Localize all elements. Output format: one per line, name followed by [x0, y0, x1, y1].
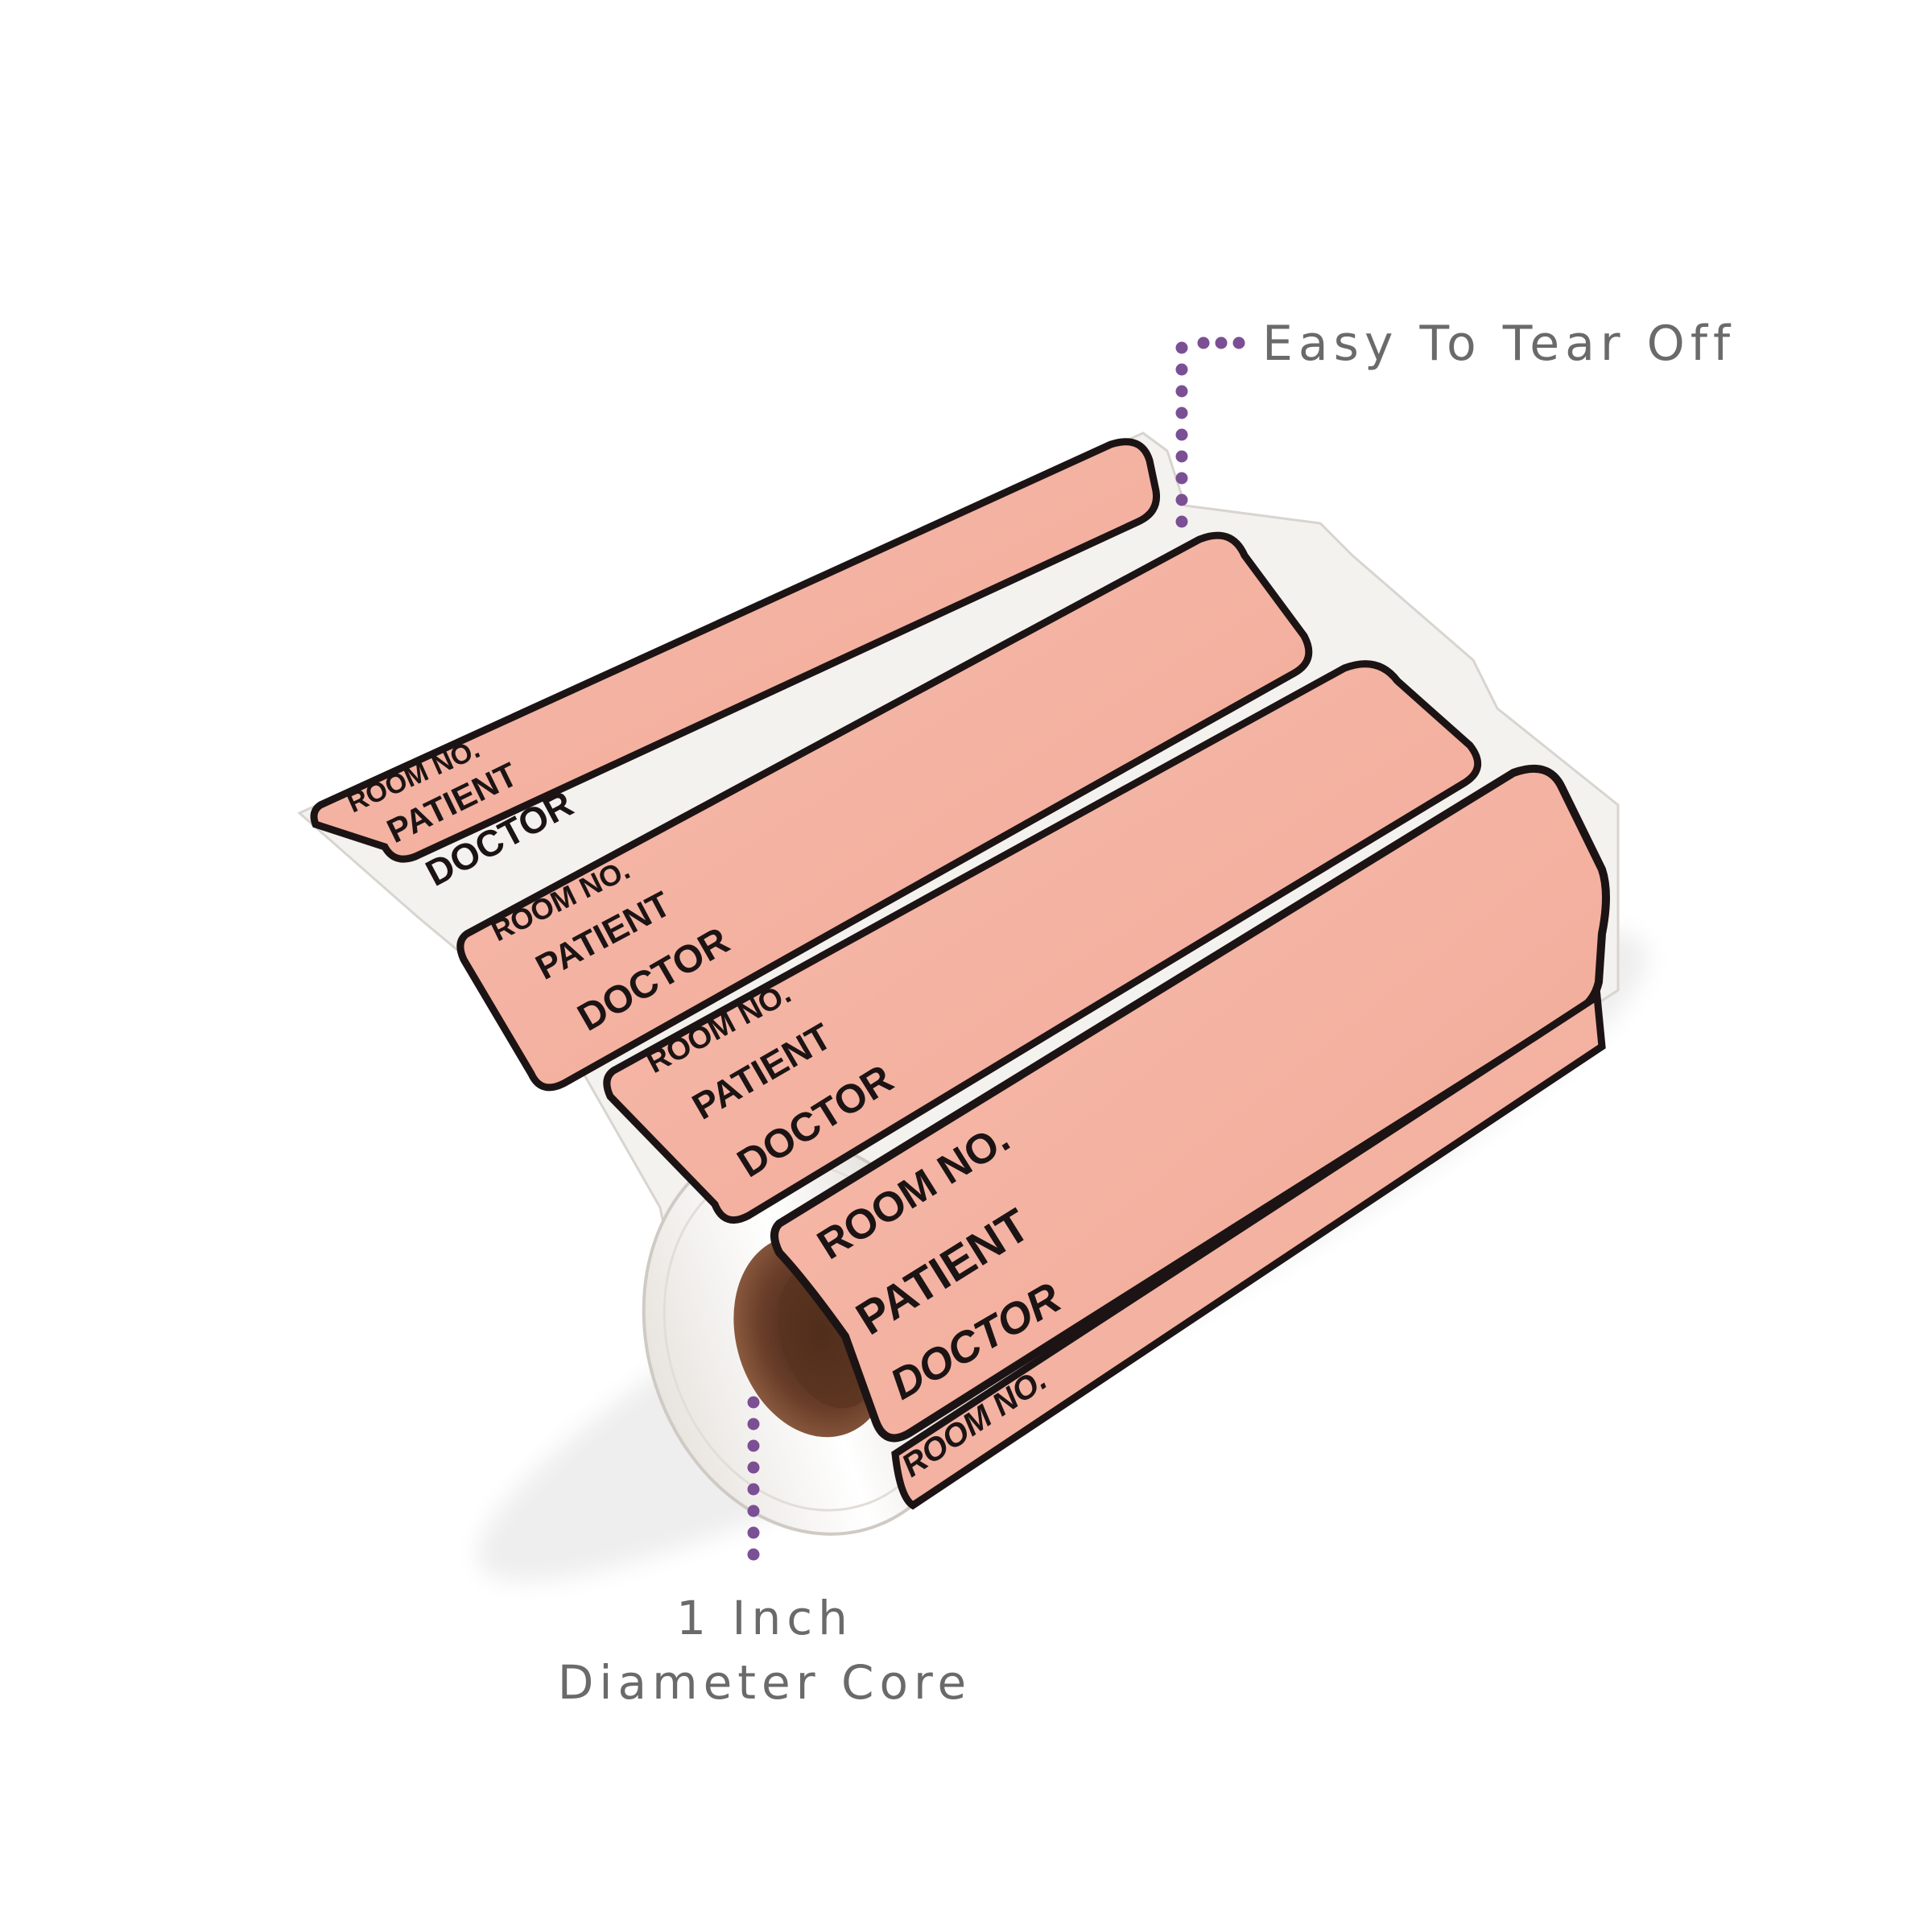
core-callout-line1: 1 Inch: [676, 1591, 853, 1645]
callout-dot: [1175, 385, 1188, 398]
callout-dot: [1175, 472, 1188, 485]
callout-dot: [747, 1526, 760, 1539]
callout-dot: [1232, 336, 1245, 349]
callout-dot: [1175, 515, 1188, 528]
core-callout-line: [747, 1396, 760, 1561]
core-diameter-callout: 1 Inch Diameter Core: [483, 1586, 1046, 1715]
callout-dot: [747, 1418, 760, 1430]
callout-dot: [747, 1483, 760, 1496]
callout-dot: [1175, 407, 1188, 419]
label-2: ROOM NO. PATIENT DOCTOR: [456, 531, 1313, 1092]
core-callout-line2: Diameter Core: [557, 1655, 972, 1710]
tear-off-callout-line: [1175, 336, 1245, 528]
tear-off-callout: Easy To Tear Off: [1262, 316, 1736, 372]
callout-dot: [747, 1461, 760, 1474]
label-3: ROOM NO. PATIENT DOCTOR: [603, 660, 1481, 1224]
callout-dot: [747, 1505, 760, 1517]
callout-dot: [1175, 341, 1188, 354]
callout-dot: [1197, 336, 1210, 349]
callout-dot: [747, 1439, 760, 1452]
callout-dot: [1175, 450, 1188, 463]
callout-dot: [1175, 428, 1188, 441]
callout-dot: [747, 1548, 760, 1561]
callout-dot: [1175, 493, 1188, 506]
callout-dot: [1215, 336, 1228, 349]
callout-dot: [1175, 363, 1188, 376]
callout-dot: [747, 1396, 760, 1409]
